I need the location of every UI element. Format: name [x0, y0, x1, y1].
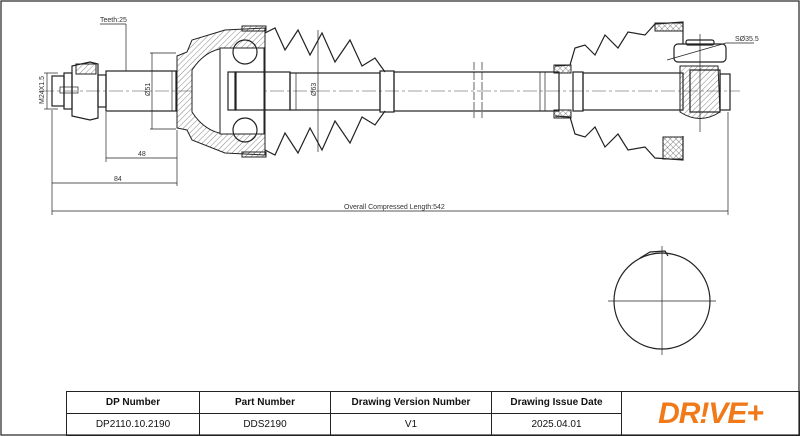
header-part-number: Part Number: [199, 391, 331, 414]
clamp-left-bottom: [553, 109, 572, 119]
inner-boot: [264, 27, 386, 156]
header-dp-number: DP Number: [66, 391, 200, 414]
tripod-joint: [666, 34, 754, 132]
drive-logo: DR!VE+: [658, 396, 764, 430]
clamp-left: [553, 64, 572, 74]
dia51-label: Ø51: [145, 83, 152, 96]
spline-shaft: [105, 70, 177, 112]
sphere-label: SØ35.5: [735, 36, 759, 43]
dia63-label: Ø63: [311, 83, 318, 96]
title-block: DP Number Part Number Drawing Version Nu…: [66, 391, 800, 436]
header-issue-date: Drawing Issue Date: [491, 391, 622, 414]
dp-number-value: DP2110.10.2190: [66, 413, 200, 436]
clamp-right: [662, 136, 684, 160]
main-shaft: [234, 62, 684, 118]
issue-date-value: 2025.04.01: [491, 413, 622, 436]
header-version: Drawing Version Number: [330, 391, 492, 414]
dimensions: Teeth:25 M24X1.5 Ø51 Ø63 48 84 Overall C…: [39, 17, 759, 215]
dim48-label: 48: [138, 151, 146, 158]
outer-cv-joint: [176, 25, 267, 158]
teeth-label: Teeth:25: [100, 17, 127, 24]
clamp-right-top: [654, 22, 684, 32]
threaded-end: [51, 61, 107, 121]
logo-cell: DR!VE+: [621, 391, 800, 436]
clamp-ring-detail: [608, 246, 716, 355]
overall-length-label: Overall Compressed Length:542: [344, 204, 445, 211]
version-value: V1: [330, 413, 492, 436]
part-number-value: DDS2190: [199, 413, 331, 436]
thread-label: M24X1.5: [39, 76, 46, 104]
dim84-label: 84: [114, 176, 122, 183]
